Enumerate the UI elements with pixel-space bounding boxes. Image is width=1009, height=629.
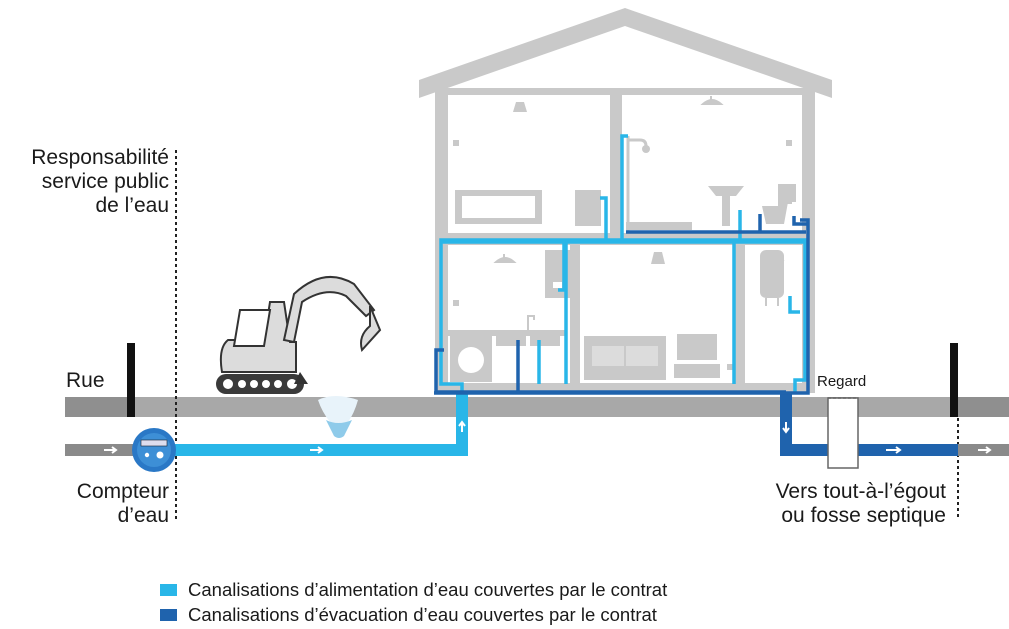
switch-icon — [727, 364, 733, 370]
legend-swatch-supply — [160, 584, 177, 596]
washing-machine-door — [458, 347, 484, 373]
tv-icon — [677, 334, 717, 360]
arrow-down-icon — [782, 422, 790, 434]
legend-item-drain: Canalisations d’évacuation d’eau couvert… — [188, 602, 657, 628]
supply-network — [439, 134, 807, 392]
shower-icon — [626, 136, 648, 234]
water-meter-dial — [156, 451, 164, 459]
water-heater-icon — [760, 250, 784, 298]
meter-line-2: d’eau — [117, 504, 169, 527]
manhole — [827, 397, 859, 469]
house — [419, 8, 832, 393]
responsibility-label: Responsabilité service public de l’eau — [31, 146, 169, 218]
house-roof — [419, 8, 832, 98]
tv-stand — [674, 364, 720, 378]
responsibility-line-3: de l’eau — [95, 194, 169, 217]
bed-mattress — [462, 196, 535, 218]
switch-icon — [453, 300, 459, 306]
responsibility-line-1: Responsabilité — [31, 146, 169, 169]
bathtub-icon — [626, 222, 692, 230]
street-ground-dark-right — [958, 397, 1009, 417]
sink-icon — [496, 336, 526, 346]
radiator-icon — [575, 190, 601, 226]
legend-item-supply: Canalisations d’alimentation d’eau couve… — [188, 577, 667, 603]
lamp-icon — [651, 252, 665, 264]
street-ground-dark-left — [65, 397, 130, 417]
drain-network — [434, 214, 810, 395]
switch-icon — [453, 140, 459, 146]
water-heater-pipes — [765, 298, 779, 306]
water-meter-face — [137, 433, 171, 467]
sink-icon — [530, 336, 560, 346]
ground-strip — [65, 397, 1009, 417]
water-meter-counter — [140, 439, 168, 447]
boiler-panel — [553, 282, 562, 288]
street-supply-pipe — [65, 444, 135, 456]
manhole-label: Regard — [817, 373, 867, 390]
lamp-icon — [700, 96, 724, 105]
street-post-right — [950, 343, 958, 417]
arrow-icon — [310, 446, 324, 454]
arrow-icon — [978, 446, 992, 454]
faucet-icon — [527, 315, 535, 330]
arrow-icon — [104, 446, 118, 454]
water-meter-dial — [144, 452, 150, 458]
sofa-cushion — [592, 346, 624, 366]
lamp-icon — [493, 254, 517, 263]
lamp-icon — [513, 102, 527, 112]
leak-icon — [318, 396, 358, 428]
arrow-icon — [886, 446, 902, 454]
excavator-icon — [216, 276, 382, 394]
washbasin-icon — [708, 186, 744, 226]
sewer-line-1: Vers tout-à-l’égout — [775, 480, 946, 503]
sofa-cushion — [626, 346, 658, 366]
legend-swatch-drain — [160, 609, 177, 621]
legend-label-drain: Canalisations d’évacuation d’eau couvert… — [188, 604, 657, 625]
meter-line-1: Compteur — [76, 480, 169, 503]
switch-icon — [786, 140, 792, 146]
kitchen-counter-icon — [448, 330, 566, 336]
meter-label: Compteur d’eau — [77, 480, 169, 528]
arrow-up-icon — [458, 420, 466, 432]
responsibility-line-2: service public — [41, 170, 169, 193]
leak-drop — [326, 420, 352, 438]
toilet-icon — [762, 184, 796, 224]
street-label: Rue — [66, 369, 105, 392]
street-post-left — [127, 343, 135, 417]
legend-label-supply: Canalisations d’alimentation d’eau couve… — [188, 579, 668, 600]
sewer-label: Vers tout-à-l’égout ou fosse septique — [776, 480, 946, 528]
drain-pipe-underground — [780, 444, 958, 456]
shower-head — [642, 145, 650, 153]
sewer-line-2: ou fosse septique — [781, 504, 946, 527]
